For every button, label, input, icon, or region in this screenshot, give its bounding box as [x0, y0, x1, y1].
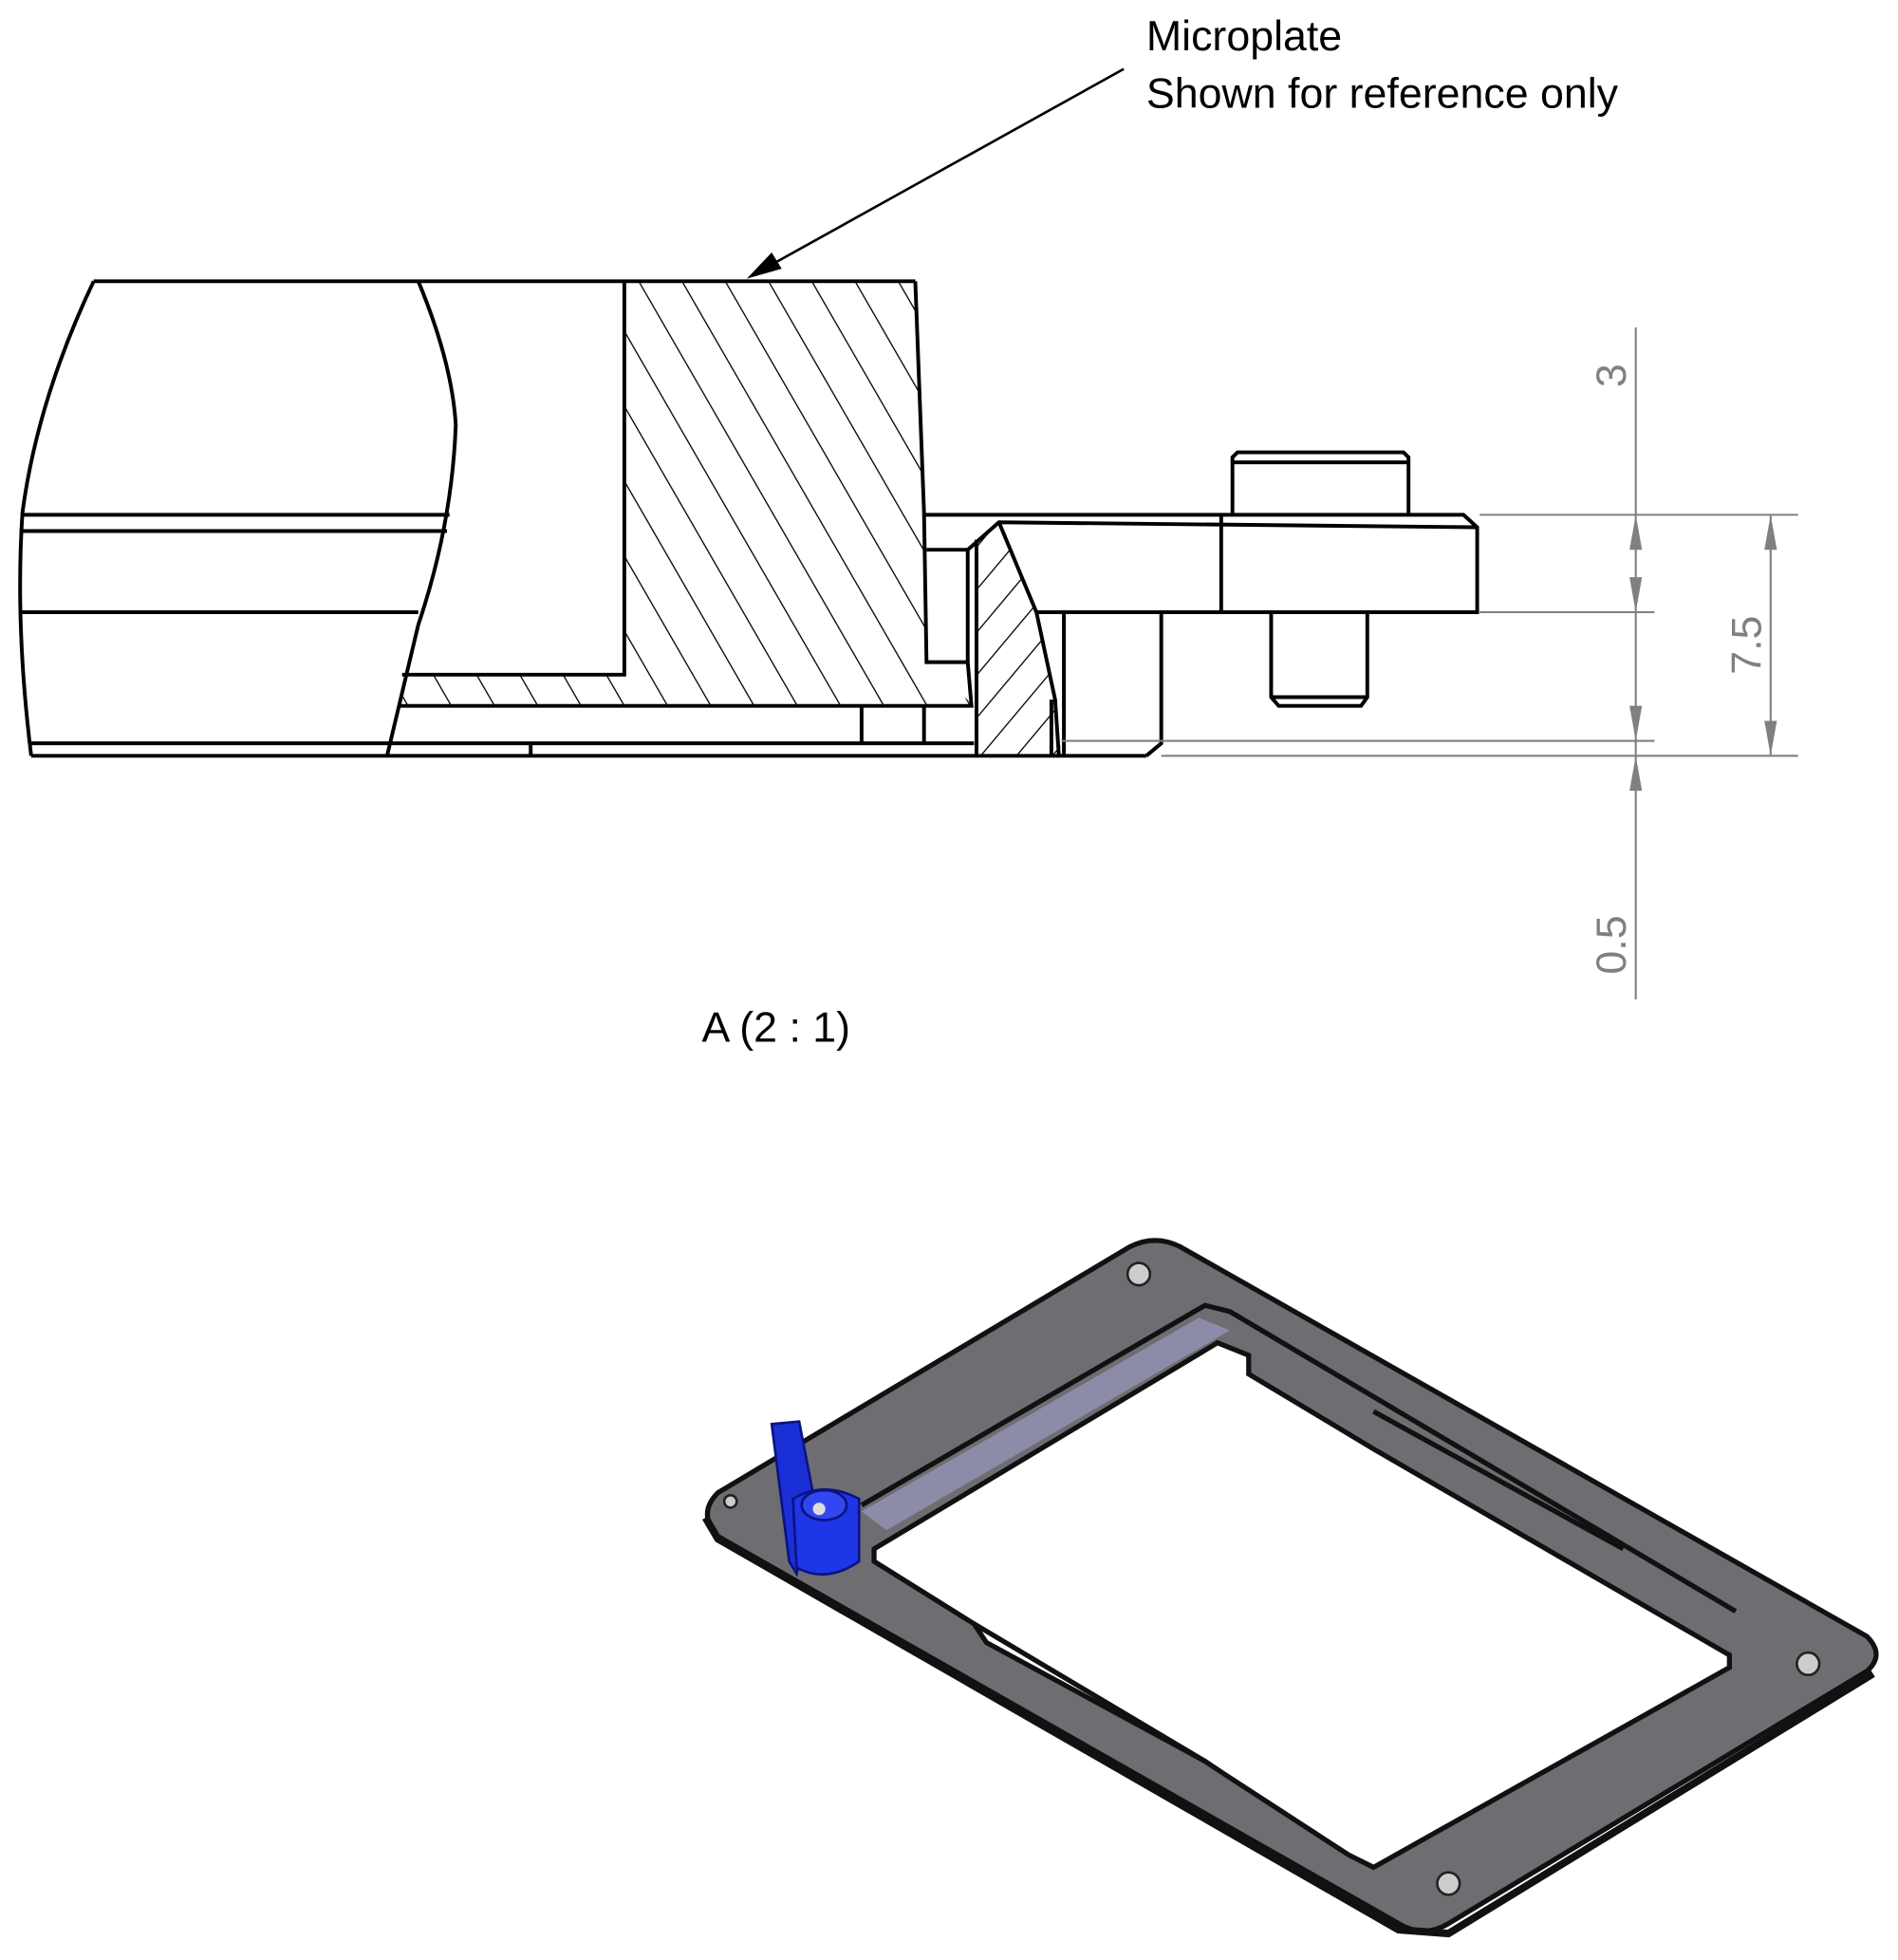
lower-block — [1062, 612, 1163, 757]
dimension-3: 3 — [1589, 364, 1635, 387]
top-knob — [1230, 450, 1411, 515]
dimension-7-5: 7.5 — [1723, 616, 1770, 675]
well-lines — [18, 513, 450, 614]
hatch-right-edge — [400, 281, 974, 708]
dimension-lines — [1061, 327, 1798, 999]
callout-leader — [763, 67, 1125, 271]
frame-body — [704, 1238, 1879, 1934]
ledge-highlight — [861, 1317, 1231, 1531]
frame-inner-ledge — [860, 1302, 1738, 1764]
screw-hole — [1436, 1871, 1461, 1896]
leader-arrowhead — [746, 252, 782, 279]
callout-line1: Microplate — [1146, 13, 1342, 60]
callout-line2: Shown for reference only — [1146, 70, 1619, 117]
wedge-outline — [974, 521, 1061, 756]
frame-bottom-edge — [702, 1515, 1875, 1938]
section-view-a: 3 7.5 0.5 Microplate Shown for reference… — [18, 13, 1798, 1052]
microplate-hatched-section — [400, 281, 975, 706]
screw-hole — [1796, 1651, 1821, 1677]
base-lines — [30, 705, 1146, 758]
plate-left-curve — [18, 280, 96, 756]
screw-hole — [1126, 1261, 1152, 1287]
screw-hole — [722, 1493, 738, 1509]
view-label: A (2 : 1) — [701, 1005, 850, 1052]
clamp-lever — [770, 1420, 861, 1577]
bottom-pin — [1269, 612, 1369, 708]
isometric-view — [702, 1238, 1879, 1938]
dimension-0-5: 0.5 — [1589, 915, 1635, 974]
well-curve — [384, 280, 458, 756]
hatched-wedge — [976, 522, 1062, 756]
inner-block — [401, 281, 626, 677]
